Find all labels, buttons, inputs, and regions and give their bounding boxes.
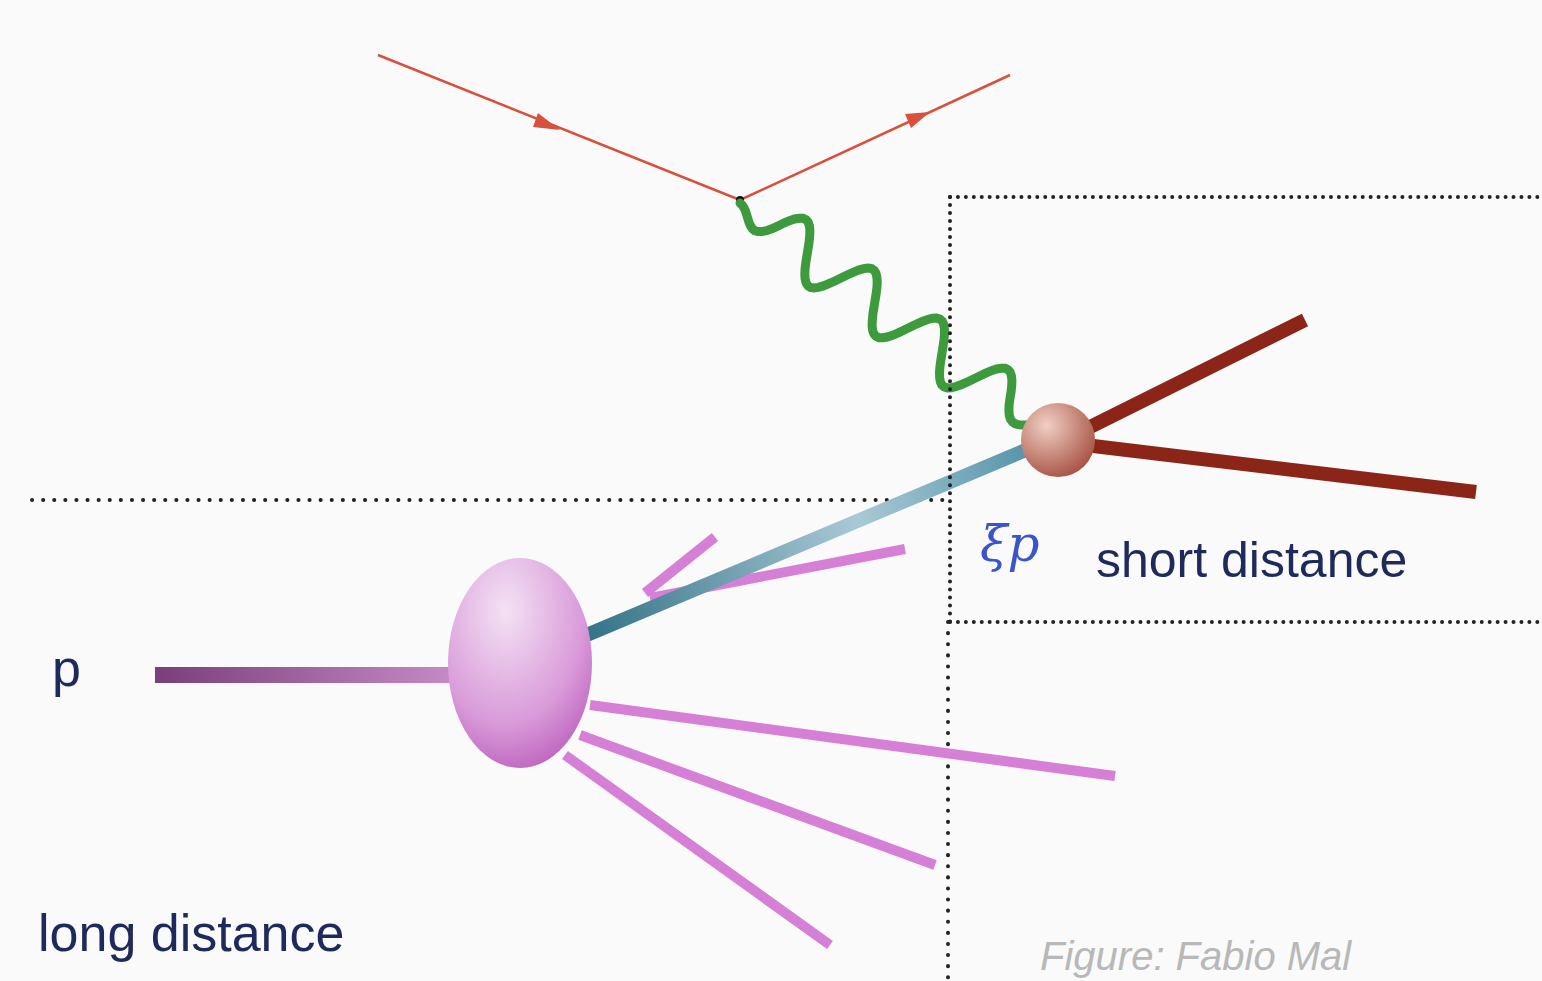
figure-credit: Figure: Fabio Mal (1040, 934, 1351, 978)
hard-vertex (1021, 403, 1095, 477)
photon-wiggle (740, 203, 1043, 428)
region-box: ξp short distance (948, 195, 1542, 624)
region-label: short distance (1096, 533, 1407, 588)
region-label: long distance (38, 905, 344, 962)
electron-line (378, 55, 1010, 200)
remnant-line (565, 537, 1115, 945)
arrow-head (533, 113, 560, 130)
outgoing-parton (1070, 320, 1476, 492)
parton-line (570, 442, 1045, 642)
particle-label: p (52, 640, 81, 697)
momentum-fraction: ξp (980, 517, 1040, 572)
proton-blob (448, 558, 592, 768)
arrow-head (905, 112, 930, 128)
proton-bar (155, 667, 455, 683)
